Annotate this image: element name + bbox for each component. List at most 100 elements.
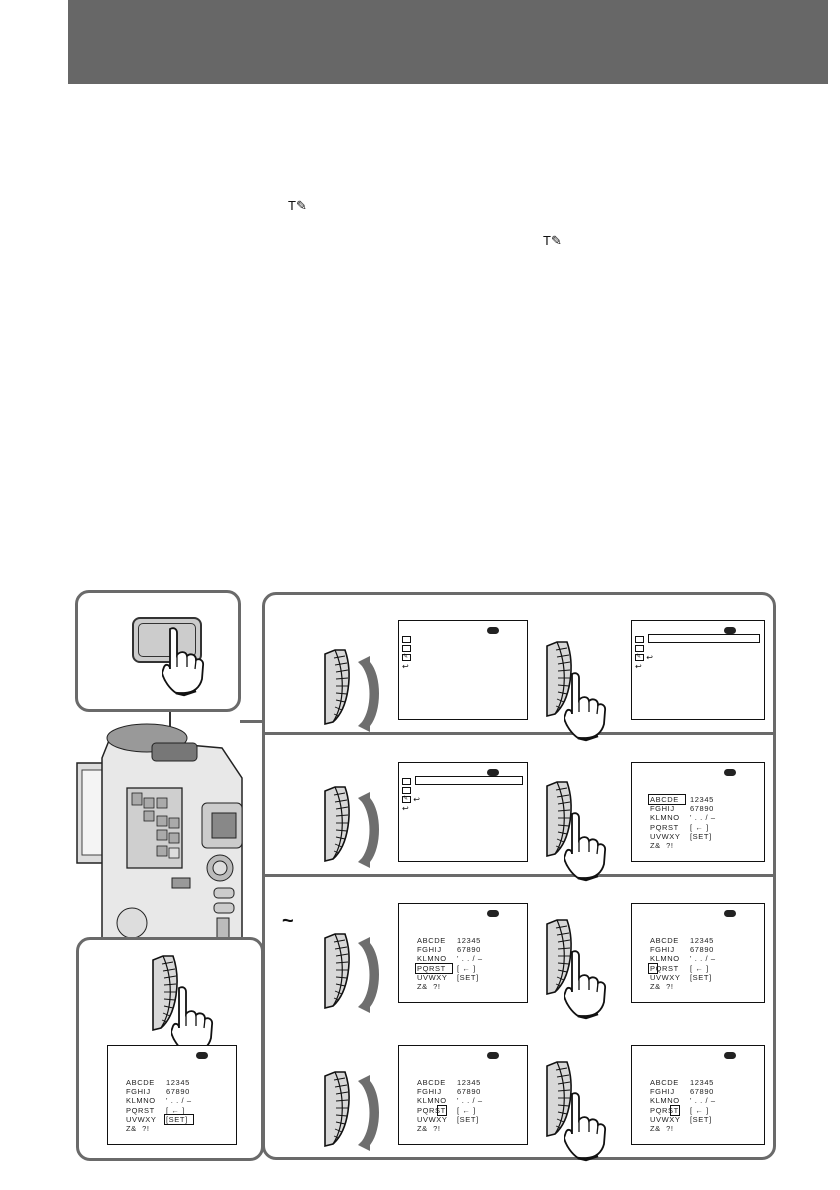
char-grid-letters[interactable]: PQRST [650,822,679,832]
char-grid-symbols[interactable]: [SET] [166,1114,188,1124]
char-grid-row: Z& ?! [417,982,483,991]
char-grid-symbols[interactable]: [ ← ] [166,1105,185,1115]
char-grid-letters[interactable]: UVWXY [650,1114,681,1124]
char-grid-symbols[interactable]: 12345 [690,936,714,945]
return-icon[interactable]: ↩ [402,804,409,813]
title-pencil-icon[interactable]: ✎ [402,654,411,661]
char-grid-symbols[interactable]: 12345 [690,1078,714,1087]
return-icon[interactable]: ↩ [635,662,642,671]
char-grid-symbols[interactable]: 12345 [166,1078,190,1087]
char-grid-letters[interactable]: PQRST [650,963,679,973]
char-grid-symbols[interactable]: 67890 [690,1087,714,1097]
char-grid-letters[interactable]: ABCDE [650,795,679,804]
char-grid-symbols[interactable]: 67890 [457,1087,481,1097]
char-grid-letters[interactable]: Z& ?! [650,1124,674,1134]
battery-icon [487,1052,499,1059]
char-grid-letters[interactable]: ABCDE [126,1078,155,1087]
char-grid-letters[interactable]: KLMNO [650,954,680,964]
char-grid-symbols[interactable]: 12345 [457,1078,481,1087]
char-grid-symbols[interactable]: [ ← ] [690,1105,709,1115]
char-grid-letters[interactable]: KLMNO [650,813,680,823]
char-grid-letters[interactable]: ABCDE [417,936,446,945]
char-grid-symbols[interactable]: [ ← ] [457,963,476,973]
char-grid-letters[interactable]: PQRST [417,963,446,973]
char-grid-row: KLMNO ' . . / – [650,813,716,822]
char-grid-row: FGHIJ 67890 [650,945,716,954]
menu-button[interactable] [132,617,202,663]
char-grid-symbols[interactable]: ' . . / – [690,1096,716,1106]
char-grid-row: FGHIJ 67890 [126,1087,192,1096]
char-grid-symbols[interactable]: 67890 [690,945,714,955]
char-grid-letters[interactable]: Z& ?! [417,1124,441,1134]
char-grid-symbols[interactable]: [SET] [690,1114,712,1124]
char-grid-row: UVWXY [SET] [650,1115,716,1124]
title-pencil-icon[interactable]: ✎ [402,796,411,803]
char-grid-letters[interactable]: ABCDE [650,936,679,945]
lcd-screen-menu: ✎ ↩ ↩ [398,762,528,862]
char-grid-letters[interactable]: KLMNO [417,954,447,964]
up-down-arrow-icon [358,792,379,868]
char-grid-symbols[interactable]: ' . . / – [690,954,716,964]
char-grid-symbols[interactable]: [SET] [690,831,712,841]
char-grid-letters[interactable]: ABCDE [417,1078,446,1087]
char-grid-row: KLMNO ' . . / – [650,1096,716,1105]
char-grid-letters[interactable]: FGHIJ [417,945,442,955]
char-grid-letters[interactable]: FGHIJ [417,1087,442,1097]
title-pencil-icon: T✎ [543,233,562,248]
title-pencil-icon[interactable]: ✎ [635,654,644,661]
char-grid-symbols[interactable]: ' . . / – [457,1096,483,1106]
char-grid-letters[interactable]: KLMNO [650,1096,680,1106]
char-grid-symbols[interactable]: 67890 [166,1087,190,1097]
char-grid-letters[interactable]: UVWXY [650,972,681,982]
char-grid-letters[interactable]: FGHIJ [650,1087,675,1097]
char-grid-symbols[interactable]: 12345 [690,795,714,804]
return-icon[interactable]: ↩ [402,662,409,671]
char-grid-letters[interactable]: KLMNO [417,1096,447,1106]
char-grid-symbols[interactable]: ' . . / – [166,1096,192,1106]
char-grid-letters[interactable]: PQRST [126,1105,155,1115]
char-grid-letters[interactable]: UVWXY [417,972,448,982]
pointing-hand-icon [564,812,607,882]
char-grid-symbols[interactable]: [SET] [457,1114,479,1124]
char-grid-letters[interactable]: ABCDE [650,1078,679,1087]
char-grid-letters[interactable]: FGHIJ [126,1087,151,1097]
char-grid-row: Z& ?! [650,841,716,850]
char-grid-row: Z& ?! [650,1124,716,1133]
char-grid-letters[interactable]: UVWXY [650,831,681,841]
selection-cursor [164,1113,194,1125]
char-grid-letters[interactable]: FGHIJ [650,945,675,955]
char-grid-row: PQRST [ ← ] [126,1106,192,1115]
lcd-screen-menu: ✎ ↩ [398,620,528,720]
char-grid-symbols[interactable]: [ ← ] [690,822,709,832]
char-grid-letters[interactable]: UVWXY [126,1114,157,1124]
char-grid-symbols[interactable]: [SET] [690,972,712,982]
char-grid-symbols[interactable]: 67890 [690,804,714,814]
char-grid-symbols[interactable]: 67890 [457,945,481,955]
return-icon[interactable]: ↩ [646,653,653,662]
char-grid-letters[interactable]: FGHIJ [650,804,675,814]
char-grid-letters[interactable]: UVWXY [417,1114,448,1124]
char-grid-letters[interactable]: Z& ?! [417,982,441,992]
folder-icon [635,636,644,643]
return-icon[interactable]: ↩ [413,795,420,804]
char-grid-letters[interactable]: Z& ?! [650,982,674,992]
char-grid-symbols[interactable]: [ ← ] [690,963,709,973]
folder-icon [402,778,411,785]
char-grid-letters[interactable]: KLMNO [126,1096,156,1106]
char-grid-letters[interactable]: Z& ?! [126,1124,150,1134]
char-grid-symbols[interactable]: ' . . / – [457,954,483,964]
title-submenu-bar [415,776,523,785]
char-grid-letters[interactable]: PQRST [650,1105,679,1115]
char-grid-row: ABCDE 12345 [650,1078,716,1087]
char-grid-row: FGHIJ 67890 [417,1087,483,1096]
char-grid-letters[interactable]: PQRST [417,1105,446,1115]
pointing-hand-icon [564,672,607,742]
char-grid-row: Z& ?! [126,1124,192,1133]
char-grid-symbols[interactable]: [ ← ] [457,1105,476,1115]
char-grid-symbols[interactable]: [SET] [457,972,479,982]
char-grid-symbols[interactable]: ' . . / – [690,813,716,823]
char-grid-letters[interactable]: Z& ?! [650,841,674,851]
char-grid-symbols[interactable]: 12345 [457,936,481,945]
